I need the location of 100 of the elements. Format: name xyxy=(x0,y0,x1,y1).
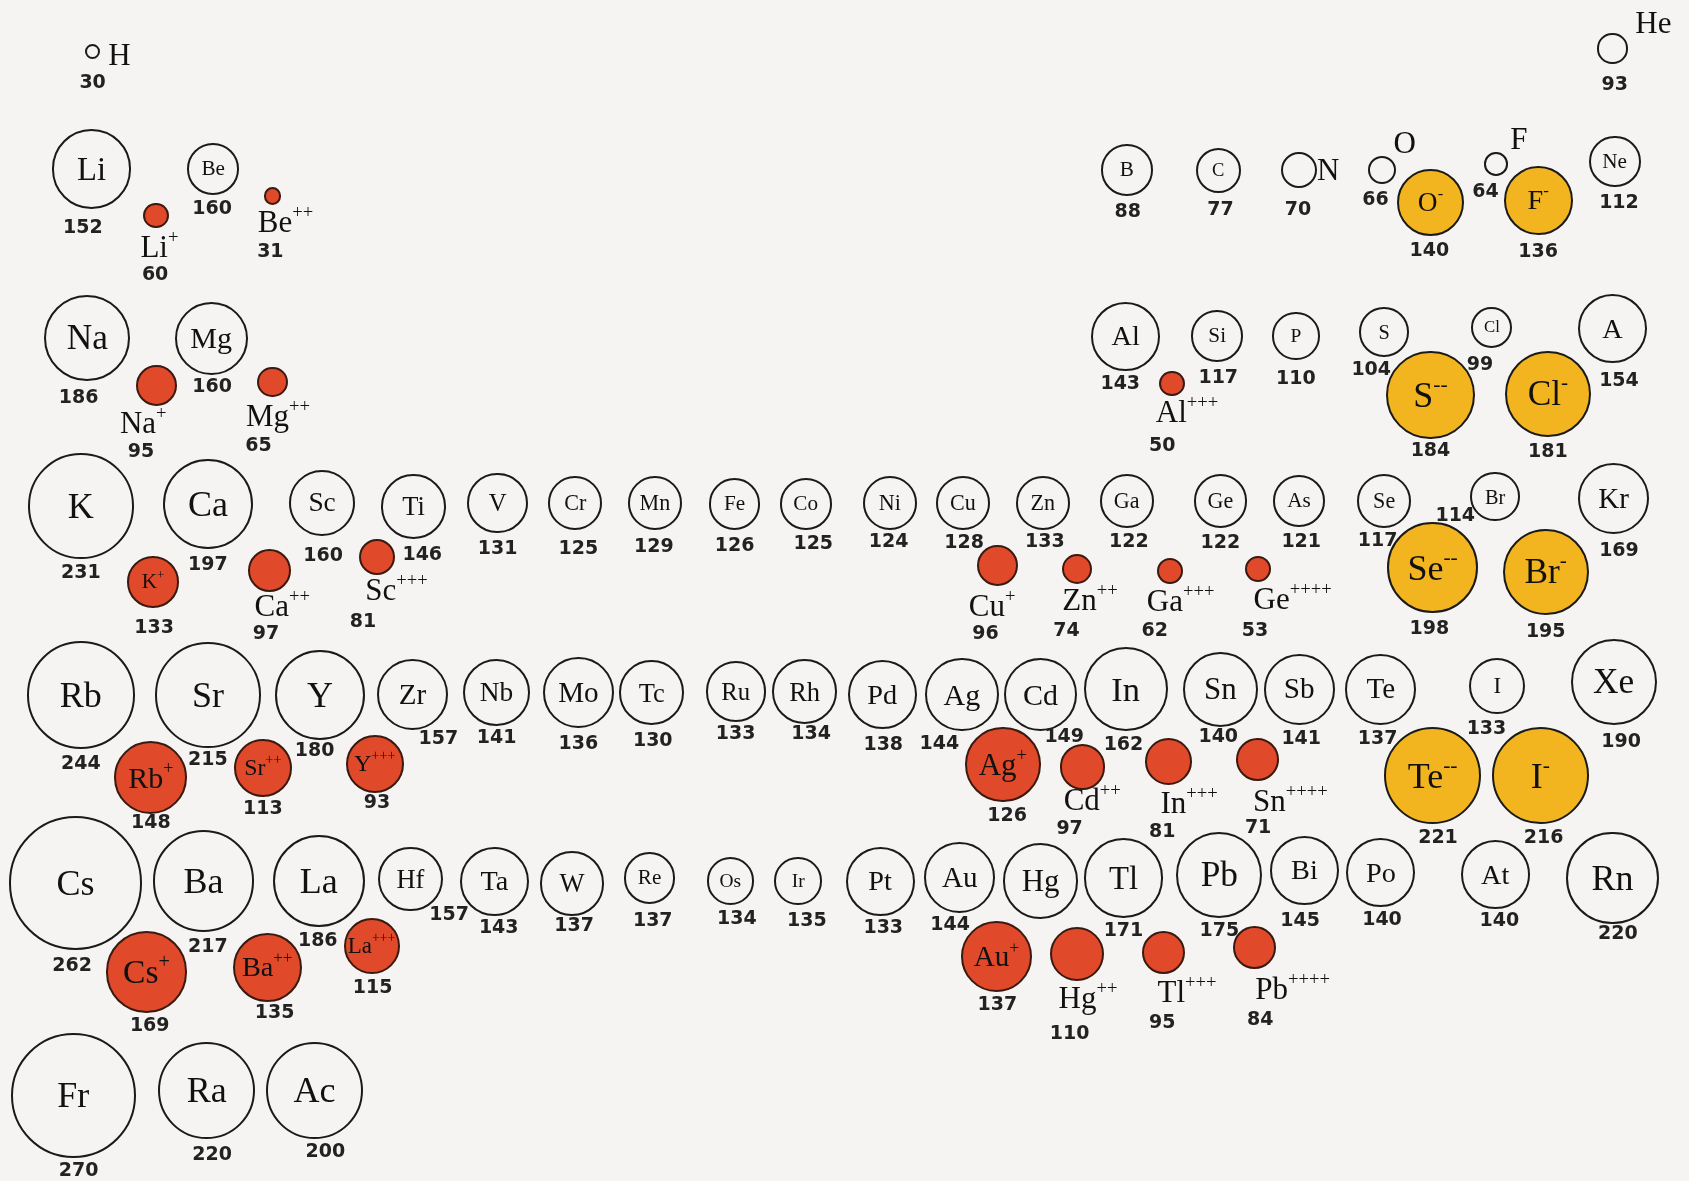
radius-value: 130 xyxy=(632,729,673,749)
element-symbol: Se xyxy=(1373,489,1396,512)
element-symbol: A xyxy=(1602,314,1623,343)
ion-symbol: Br$^{-}$ xyxy=(1524,554,1567,590)
ion-symbol: Ge$^{++++}$ xyxy=(1253,582,1332,614)
ion-symbol: La$^{+++}$ xyxy=(347,934,396,958)
radius-value: 30 xyxy=(79,71,106,91)
element-symbol: In xyxy=(1111,672,1140,707)
element-symbol: Ta xyxy=(480,867,509,896)
element-symbol: Mn xyxy=(639,492,671,515)
element-symbol: Ge xyxy=(1207,489,1234,512)
radius-value: 216 xyxy=(1523,826,1564,846)
element-symbol: C xyxy=(1212,160,1225,180)
radius-value: 141 xyxy=(476,726,517,746)
element-symbol: Ne xyxy=(1602,150,1628,173)
element-symbol: He xyxy=(1635,6,1672,38)
radius-value: 137 xyxy=(977,993,1018,1013)
ion-symbol: S$^{--}$ xyxy=(1413,377,1448,414)
radius-value: 198 xyxy=(1409,617,1450,637)
element-symbol: S xyxy=(1378,321,1390,342)
element-symbol: Ag xyxy=(943,679,981,710)
ion-symbol: Cu$^{+}$ xyxy=(968,589,1016,621)
radius-value: 270 xyxy=(58,1159,99,1179)
radius-value: 64 xyxy=(1472,180,1499,200)
radius-value: 148 xyxy=(130,811,171,831)
radius-value: 157 xyxy=(418,727,459,747)
element-symbol: Tc xyxy=(638,679,665,706)
ion-symbol: Rb$^{+}$ xyxy=(128,762,174,793)
element-symbol: Zr xyxy=(398,680,427,710)
element-symbol: Br xyxy=(1484,486,1506,507)
radius-value: 144 xyxy=(919,732,960,752)
element-symbol: B xyxy=(1119,159,1134,181)
element-symbol: F xyxy=(1510,122,1528,154)
element-symbol: V xyxy=(488,490,507,516)
element-symbol: Cs xyxy=(56,865,95,902)
element-symbol: As xyxy=(1287,490,1311,512)
radius-value: 95 xyxy=(1149,1011,1176,1031)
radius-value: 137 xyxy=(1357,727,1398,747)
radius-value: 186 xyxy=(297,929,338,949)
radius-value: 145 xyxy=(1280,909,1320,929)
ion-symbol: Sr$^{++}$ xyxy=(244,756,282,780)
ion-symbol: Be$^{++}$ xyxy=(257,205,314,237)
radius-value: 244 xyxy=(60,752,101,772)
ion-symbol: Ba$^{++}$ xyxy=(241,953,293,982)
element-symbol: Cd xyxy=(1023,679,1059,710)
radius-value: 84 xyxy=(1247,1008,1274,1028)
element-symbol: Bi xyxy=(1291,856,1318,885)
radius-value: 140 xyxy=(1409,239,1450,259)
radius-value: 135 xyxy=(254,1001,295,1021)
radius-value: 81 xyxy=(349,610,377,630)
radius-value: 171 xyxy=(1103,919,1144,938)
element-symbol: Xe xyxy=(1593,664,1635,700)
element-symbol: Be xyxy=(201,158,226,180)
element-symbol: Sb xyxy=(1283,674,1315,704)
radius-value: 112 xyxy=(1599,191,1639,211)
radius-value: 125 xyxy=(558,537,599,557)
radius-value: 220 xyxy=(1598,922,1638,942)
ion-symbol: Ag$^{+}$ xyxy=(978,749,1027,781)
element-symbol: Ra xyxy=(186,1072,227,1109)
radius-value: 197 xyxy=(188,553,228,573)
element-symbol: Al xyxy=(1111,321,1140,351)
element-symbol: Ga xyxy=(1113,489,1140,512)
radius-value: 128 xyxy=(944,531,984,551)
radius-value: 96 xyxy=(972,622,999,642)
radius-value: 60 xyxy=(141,263,169,282)
radius-value: 137 xyxy=(632,909,673,929)
radius-value: 137 xyxy=(554,914,594,934)
element-symbol: At xyxy=(1481,860,1510,889)
radius-value: 77 xyxy=(1207,198,1234,218)
radius-value: 136 xyxy=(1518,240,1558,260)
radius-value: 186 xyxy=(58,386,99,406)
ion-symbol: Cs$^{+}$ xyxy=(123,954,170,989)
element-symbol: Ac xyxy=(293,1072,336,1109)
element-symbol: Pt xyxy=(868,867,892,896)
radius-value: 152 xyxy=(63,216,103,236)
radius-value: 262 xyxy=(52,954,92,974)
radius-value: 97 xyxy=(252,622,280,642)
radius-value: 143 xyxy=(1100,372,1141,392)
ion-symbol: Au$^{+}$ xyxy=(973,941,1020,972)
element-symbol: W xyxy=(559,870,585,897)
radius-value: 215 xyxy=(188,748,228,768)
element-symbol: Y xyxy=(306,676,333,713)
element-symbol: Ir xyxy=(791,871,805,891)
radius-value: 143 xyxy=(478,916,519,936)
element-symbol: H xyxy=(108,38,131,70)
element-symbol: Si xyxy=(1208,325,1226,347)
element-symbol: Mg xyxy=(190,323,232,354)
element-symbol: Hf xyxy=(396,865,425,893)
ion-symbol: Se$^{--}$ xyxy=(1407,549,1458,586)
radius-value: 162 xyxy=(1103,733,1144,753)
ion-symbol: Sn$^{++++}$ xyxy=(1253,784,1328,816)
element-symbol: Li xyxy=(77,152,107,186)
radius-value: 160 xyxy=(192,375,232,395)
ion-symbol: K$^{+}$ xyxy=(141,571,165,593)
radius-value: 117 xyxy=(1198,366,1239,386)
ion-symbol: O$^{-}$ xyxy=(1417,188,1444,217)
element-symbol: Rb xyxy=(59,676,102,713)
ion-symbol: Tl$^{+++}$ xyxy=(1157,975,1217,1007)
ion-symbol: Cl$^{-}$ xyxy=(1527,376,1569,412)
element-symbol: Na xyxy=(66,320,108,356)
